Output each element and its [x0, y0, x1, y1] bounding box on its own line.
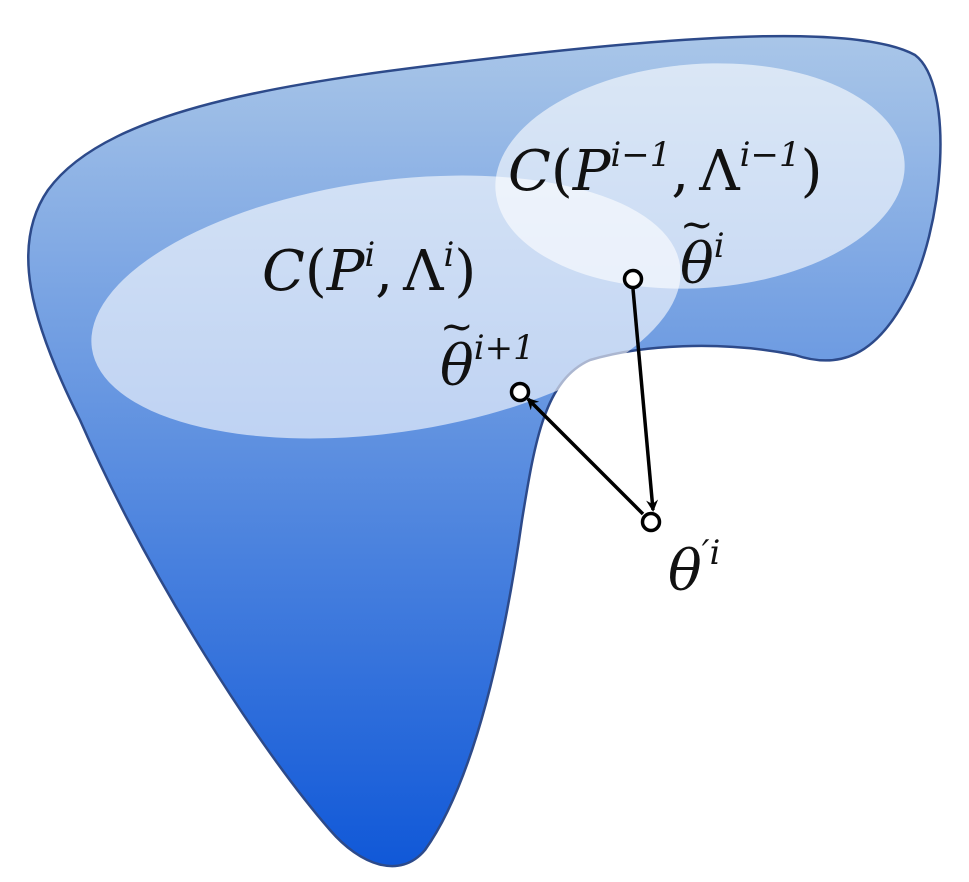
script-c-symbol: C — [508, 139, 551, 204]
theta-tilde-i-label: θi — [680, 226, 725, 297]
point-theta-prime-i — [640, 511, 662, 533]
constraint-set-previous — [495, 63, 905, 289]
theta-tilde-i-tilde: ~ — [680, 202, 714, 248]
arrow-to-theta-tilde-i1 — [526, 397, 645, 516]
point-theta-tilde-i1 — [509, 381, 531, 403]
constraint-set-previous-label: C(Pi−1,Λi−1) — [508, 135, 823, 204]
point-theta-tilde-i — [622, 268, 644, 290]
script-c-symbol: C — [262, 239, 305, 304]
theta-tilde-i1-tilde: ~ — [440, 304, 474, 350]
constraint-set-current-label: C(Pi,Λi) — [262, 235, 476, 304]
theta-prime-i-label: θ′i — [668, 533, 720, 604]
theta-tilde-i1-label: θi+1 — [440, 328, 535, 399]
arrow-to-theta-prime — [631, 288, 659, 512]
